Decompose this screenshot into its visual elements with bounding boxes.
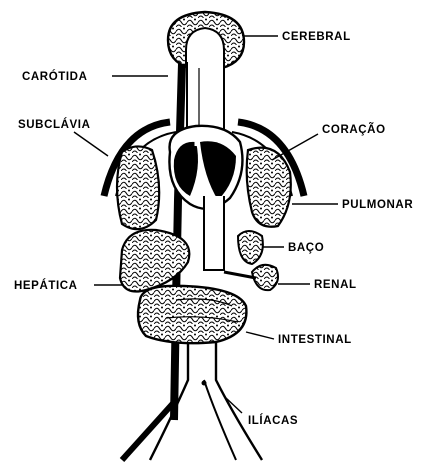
intestinal-bed	[138, 286, 246, 343]
label-baco: BAÇO	[288, 242, 324, 254]
label-renal: RENAL	[314, 279, 357, 291]
label-hepatica: HEPÁTICA	[14, 279, 78, 292]
label-carotida: CARÓTIDA	[22, 70, 88, 83]
aorta	[204, 196, 224, 270]
label-coracao: CORAÇÃO	[322, 123, 386, 136]
spleen-bed	[238, 231, 263, 264]
label-pulmonar: PULMONAR	[342, 199, 413, 211]
label-subclavia: SUBCLÁVIA	[18, 118, 91, 131]
label-iliacas: ILÍACAS	[248, 414, 298, 427]
iliac-vessels	[122, 342, 262, 460]
label-intestinal: INTESTINAL	[278, 334, 352, 346]
cerebral-bed	[168, 12, 244, 68]
renal-bed	[224, 265, 278, 290]
label-cerebral: CEREBRAL	[282, 31, 351, 43]
